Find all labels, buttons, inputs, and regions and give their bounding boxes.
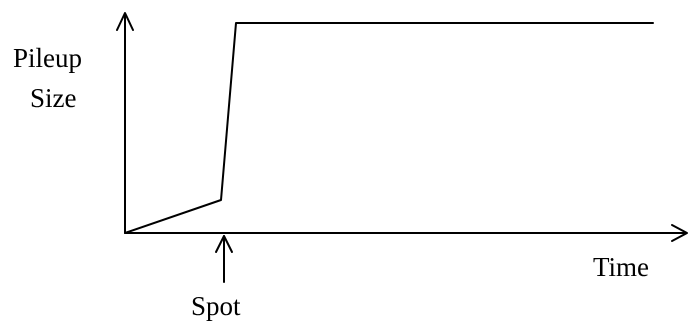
spot-arrowhead xyxy=(215,235,233,253)
spot-label: Spot xyxy=(191,291,241,321)
pileup-curve xyxy=(124,22,654,234)
y-axis-label-line1: Pileup xyxy=(13,43,82,73)
y-axis-label-line2: Size xyxy=(30,83,77,113)
x-axis-arrowhead xyxy=(671,224,688,242)
x-axis-label: Time xyxy=(593,252,649,282)
y-axis-arrowhead xyxy=(116,12,134,31)
